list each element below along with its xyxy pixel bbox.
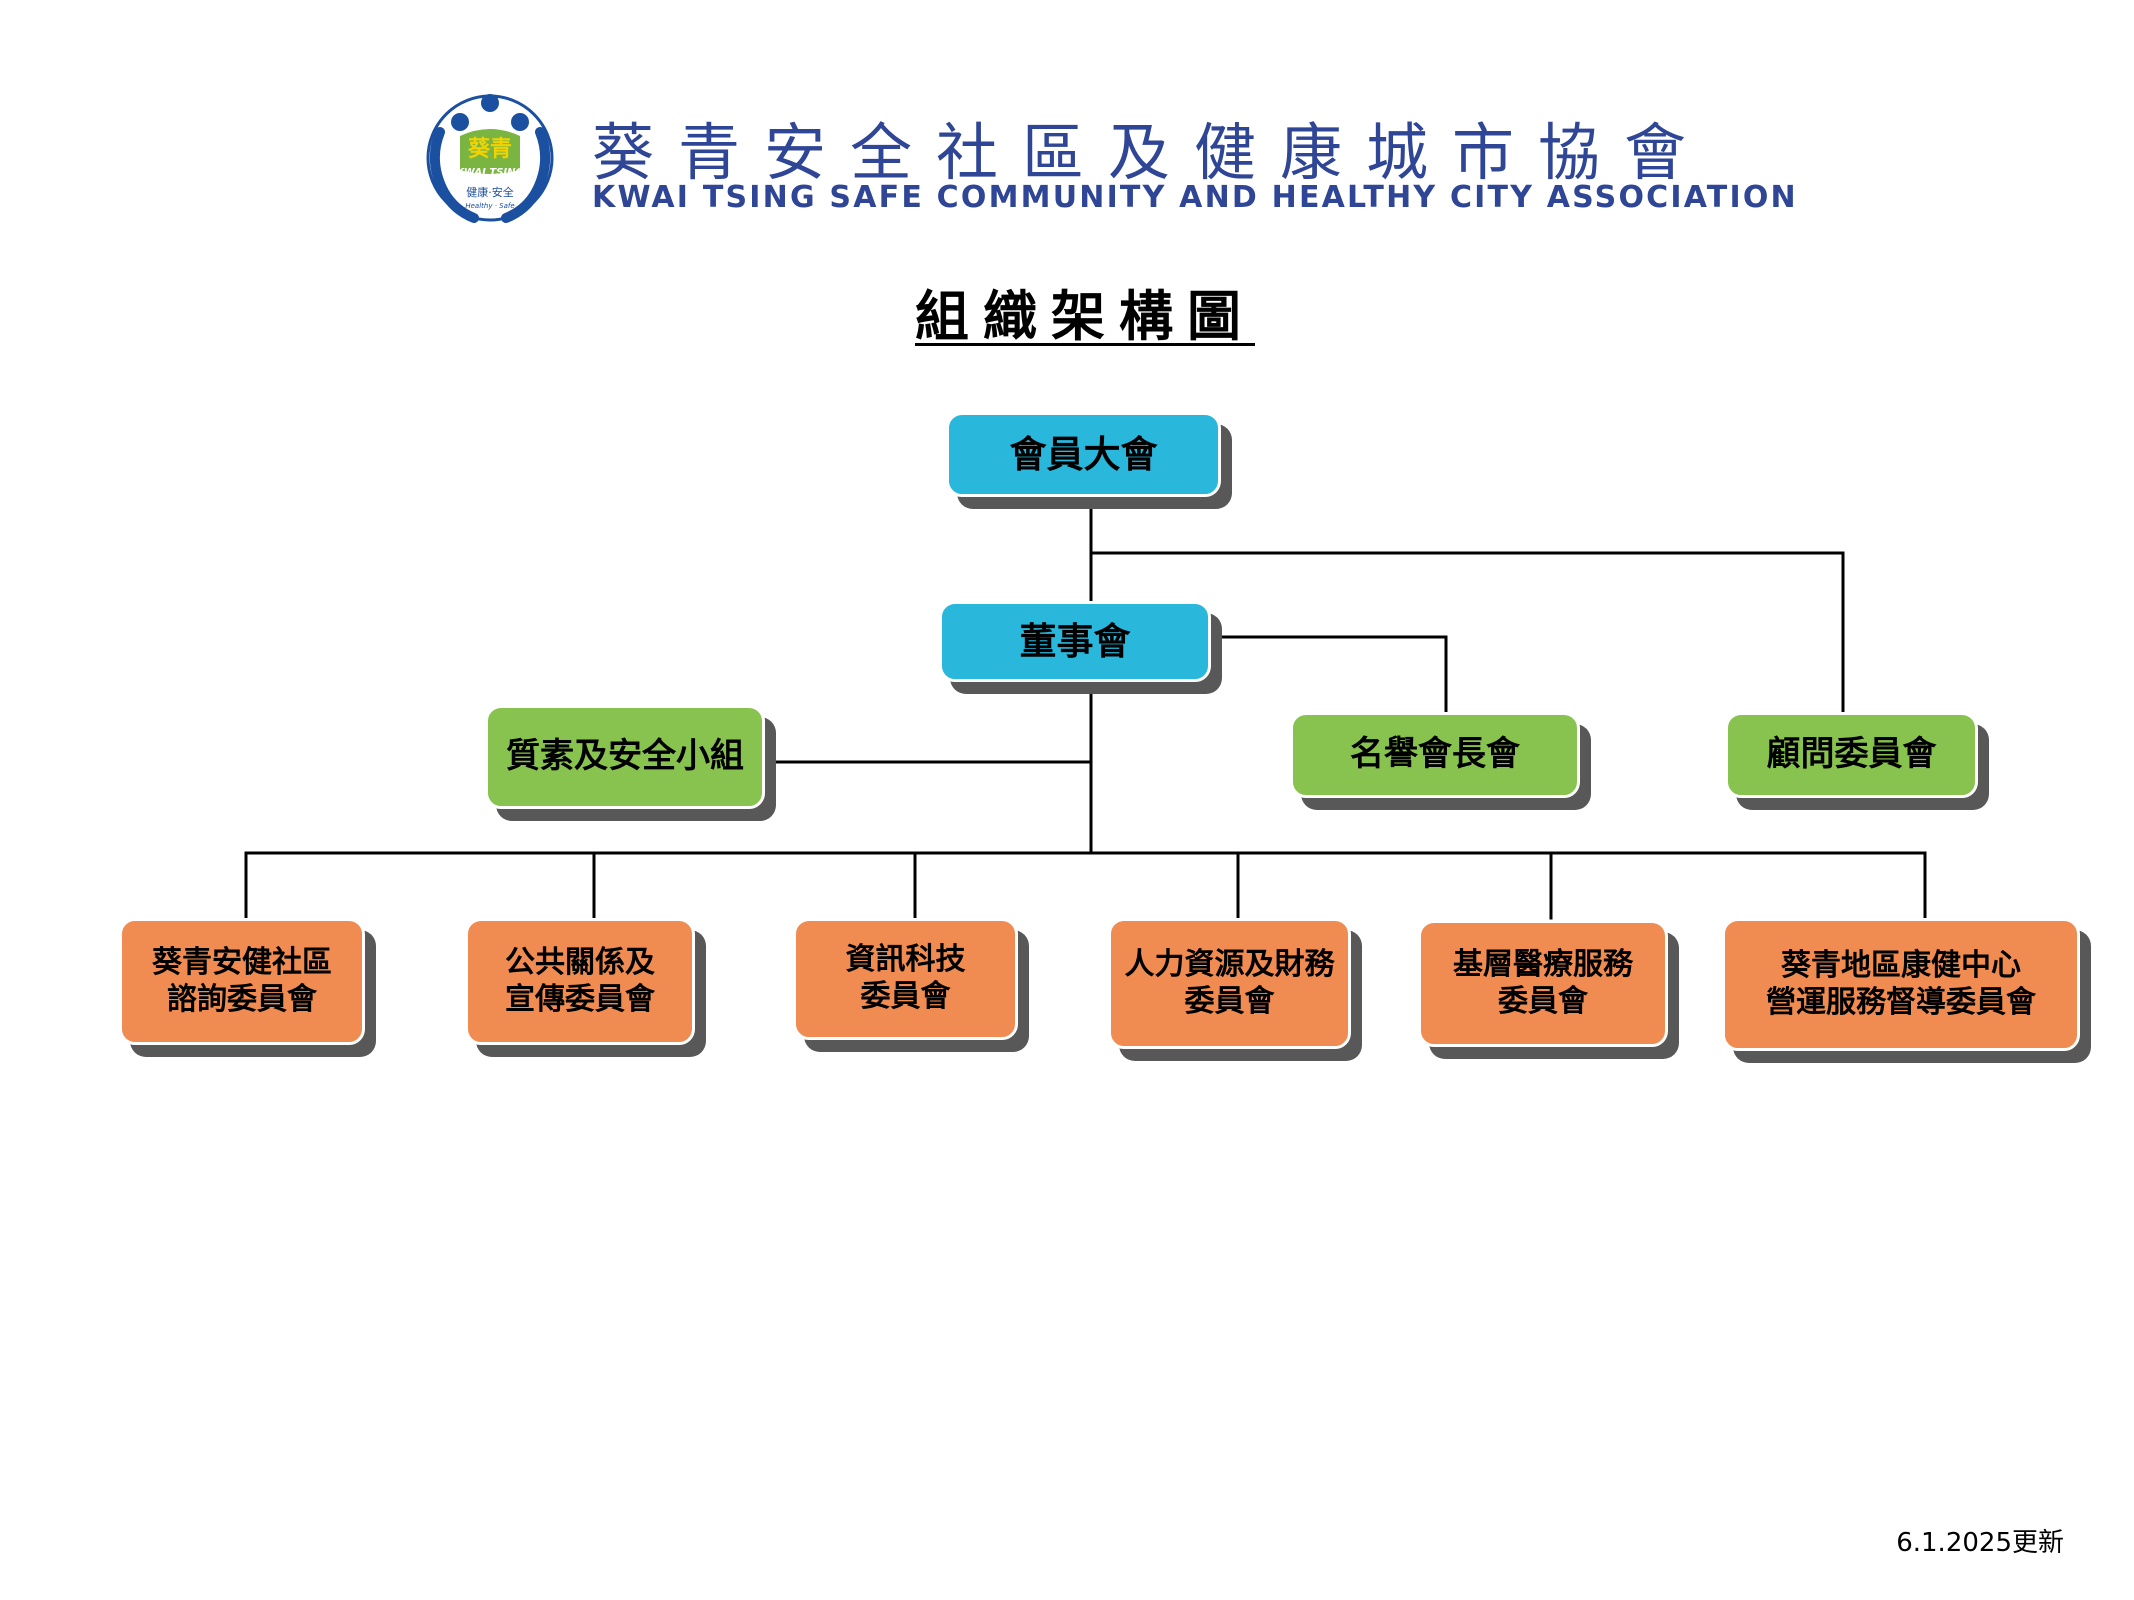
node-label: 質素及安全小組 (506, 736, 744, 777)
node-quality-safety-group: 質素及安全小組 (485, 705, 765, 809)
node-label-line: 諮詢委員會 (167, 981, 317, 1017)
node-committee-information-technology: 資訊科技 委員會 (793, 918, 1018, 1040)
node-committee-district-health-centre: 葵青地區康健中心 營運服務督導委員會 (1722, 918, 2080, 1051)
node-label: 會員大會 (1009, 432, 1158, 476)
node-label-line: 基層醫療服務 (1453, 946, 1633, 982)
node-label-line: 人力資源及財務 (1124, 946, 1335, 982)
node-label-line: 資訊科技 (845, 942, 966, 978)
node-label: 董事會 (1019, 619, 1131, 663)
association-name-english: KWAI TSING SAFE COMMUNITY AND HEALTHY CI… (592, 180, 1798, 215)
node-label-line: 葵青地區康健中心 (1781, 947, 2021, 983)
node-label-line: 宣傳委員會 (505, 981, 655, 1017)
association-logo: 葵青 KWAI TSING 健康·安全 Healthy · Safe (426, 94, 554, 223)
node-label-line: 公共關係及 (505, 944, 655, 980)
logo-tagline-en: Healthy · Safe (465, 202, 514, 210)
node-label-line: 葵青安健社區 (152, 944, 332, 980)
logo-main-text: 葵青 (467, 137, 512, 162)
node-label-line: 委員會 (1184, 983, 1275, 1019)
association-name-chinese: 葵青安全社區及健康城市協會 (592, 116, 1711, 189)
node-board-of-directors: 董事會 (939, 601, 1211, 682)
node-honorary-presidents: 名譽會長會 (1290, 712, 1580, 798)
update-date-note: 6.1.2025更新 (1896, 1528, 2064, 1558)
page-title: 組織架構圖 (915, 285, 1255, 348)
node-label-line: 委員會 (860, 979, 951, 1014)
node-general-meeting: 會員大會 (946, 412, 1221, 497)
node-label-line: 營運服務督導委員會 (1766, 984, 2036, 1020)
node-committee-hr-finance: 人力資源及財務 委員會 (1108, 918, 1351, 1049)
node-advisory-committee: 顧問委員會 (1725, 712, 1978, 798)
node-committee-public-relations: 公共關係及 宣傳委員會 (465, 918, 695, 1045)
node-label-line: 委員會 (1498, 983, 1588, 1019)
logo-sub-text: KWAI TSING (456, 167, 523, 178)
node-committee-primary-healthcare: 基層醫療服務 委員會 (1418, 920, 1668, 1047)
node-label: 顧問委員會 (1766, 734, 1937, 775)
node-committee-safe-healthy-community: 葵青安健社區 諮詢委員會 (119, 918, 365, 1045)
logo-tagline-cn: 健康·安全 (466, 185, 514, 199)
node-label: 名譽會長會 (1350, 734, 1520, 775)
